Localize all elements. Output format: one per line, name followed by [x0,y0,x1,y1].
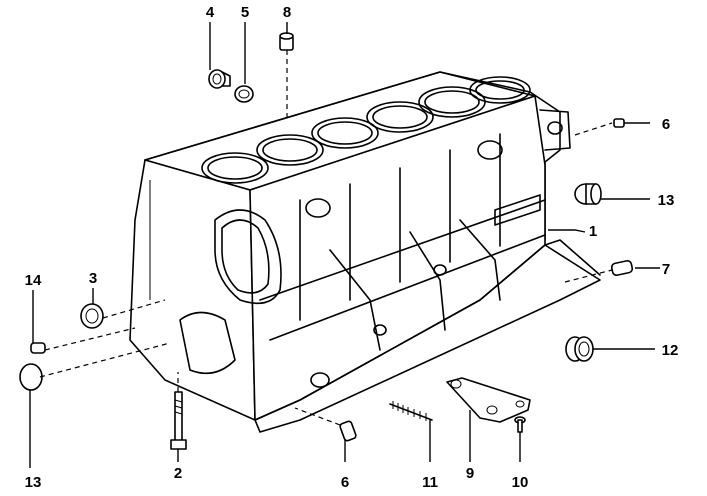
part-4-screw-plug [208,69,231,89]
block-side-ribs [259,133,546,388]
callout-6-right: 6 [662,116,670,133]
part-8-sleeve [279,32,294,51]
callout-13-right: 13 [658,192,675,209]
callout-2: 2 [174,465,182,482]
part-14-dowel-sleeve [30,342,46,354]
callout-7: 7 [662,261,670,278]
callout-14: 14 [25,272,42,289]
part-7-dowel [610,259,634,277]
callout-5: 5 [241,4,249,21]
callout-1: 1 [589,223,597,240]
callout-4: 4 [206,4,215,21]
part-3-plug [80,303,104,329]
callout-8: 8 [283,4,291,21]
callout-9: 9 [466,465,474,482]
part-9-bracket [446,377,531,423]
part-11-stud [389,401,433,421]
callout-6-bottom: 6 [341,474,349,491]
part-12-shaft-seal [565,336,594,362]
front-crank-opening [149,180,282,375]
callout-labels: 4 5 8 14 3 13 6 13 1 7 12 2 6 11 9 10 [25,4,679,491]
part-13-cap-right [574,183,602,205]
callout-3: 3 [89,270,97,287]
part-13-cap-left [19,363,43,391]
callout-13-left: 13 [25,474,42,491]
callout-10: 10 [512,474,529,491]
leader-lines [29,22,660,468]
callout-12: 12 [662,342,679,359]
part-2-bolt [170,391,187,450]
part-10-screw [514,416,526,433]
part-5-seal-ring [234,85,254,103]
callout-11: 11 [422,474,438,491]
part-6-dowel-lower [339,420,357,442]
part-6-dowel-upper [613,118,625,128]
cylinder-bores [201,76,531,184]
engine-block [129,71,601,433]
